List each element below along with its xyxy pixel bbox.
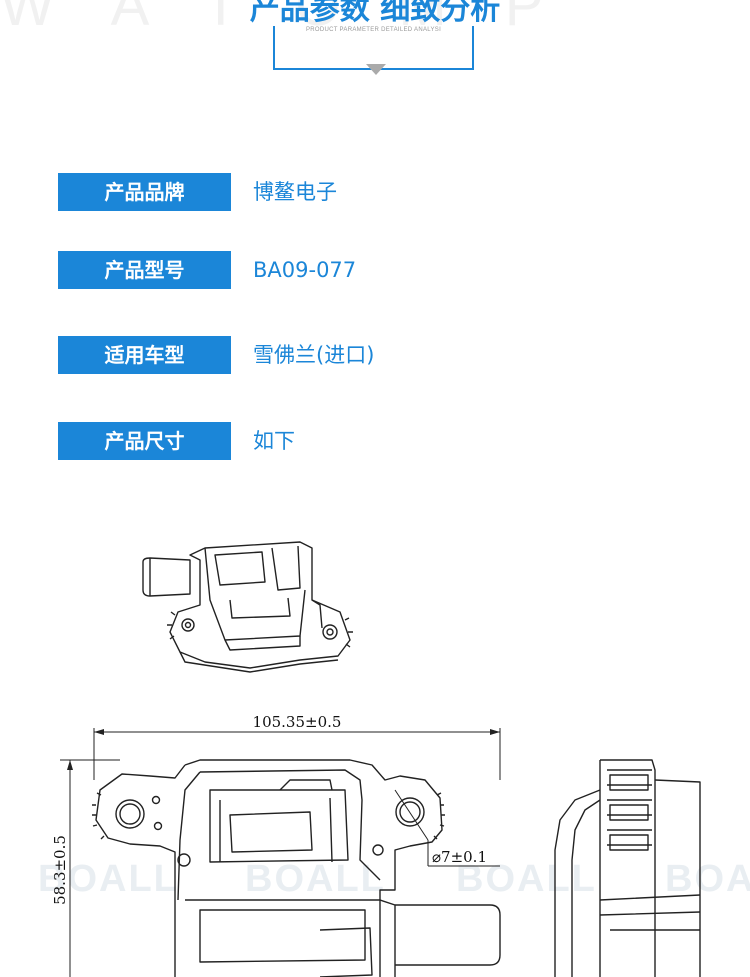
spec-row-size: 产品尺寸 如下 — [58, 422, 458, 460]
section-subtitle: PRODUCT PARAMETER DETAILED ANALYSI — [305, 27, 442, 33]
spec-label: 产品型号 — [58, 251, 231, 289]
watermark-text: BOALL — [38, 858, 179, 900]
height-dimension-text: 58.3±0.5 — [51, 835, 69, 905]
watermark-text: BOALL — [245, 858, 386, 900]
leader-line — [394, 789, 429, 841]
spec-label: 适用车型 — [58, 336, 231, 374]
spec-value: 博鳌电子 — [253, 180, 337, 204]
section-title: 产品参数 细致分析 — [249, 0, 501, 27]
spec-row-vehicle: 适用车型 雪佛兰(进口) — [58, 336, 458, 374]
spec-label: 产品尺寸 — [58, 422, 231, 460]
spec-label: 产品品牌 — [58, 173, 231, 211]
spec-value: 雪佛兰(进口) — [253, 343, 375, 367]
ignition-coil-isometric-sketch — [142, 541, 353, 673]
side-view-drawing — [554, 759, 701, 977]
watermark-text: BOALL — [665, 858, 750, 900]
front-view-drawing — [92, 759, 501, 977]
down-triangle-icon — [366, 64, 386, 75]
spec-row-model: 产品型号 BA09-077 — [58, 251, 458, 289]
spec-value: BA09-077 — [253, 258, 357, 282]
background-watermark-letters: WATOMP — [0, 0, 602, 38]
hole-dimension-text: ⌀7±0.1 — [432, 848, 487, 866]
width-dimension-text: 105.35±0.5 — [253, 713, 342, 731]
spec-row-brand: 产品品牌 博鳌电子 — [58, 173, 458, 211]
spec-value: 如下 — [253, 429, 295, 453]
